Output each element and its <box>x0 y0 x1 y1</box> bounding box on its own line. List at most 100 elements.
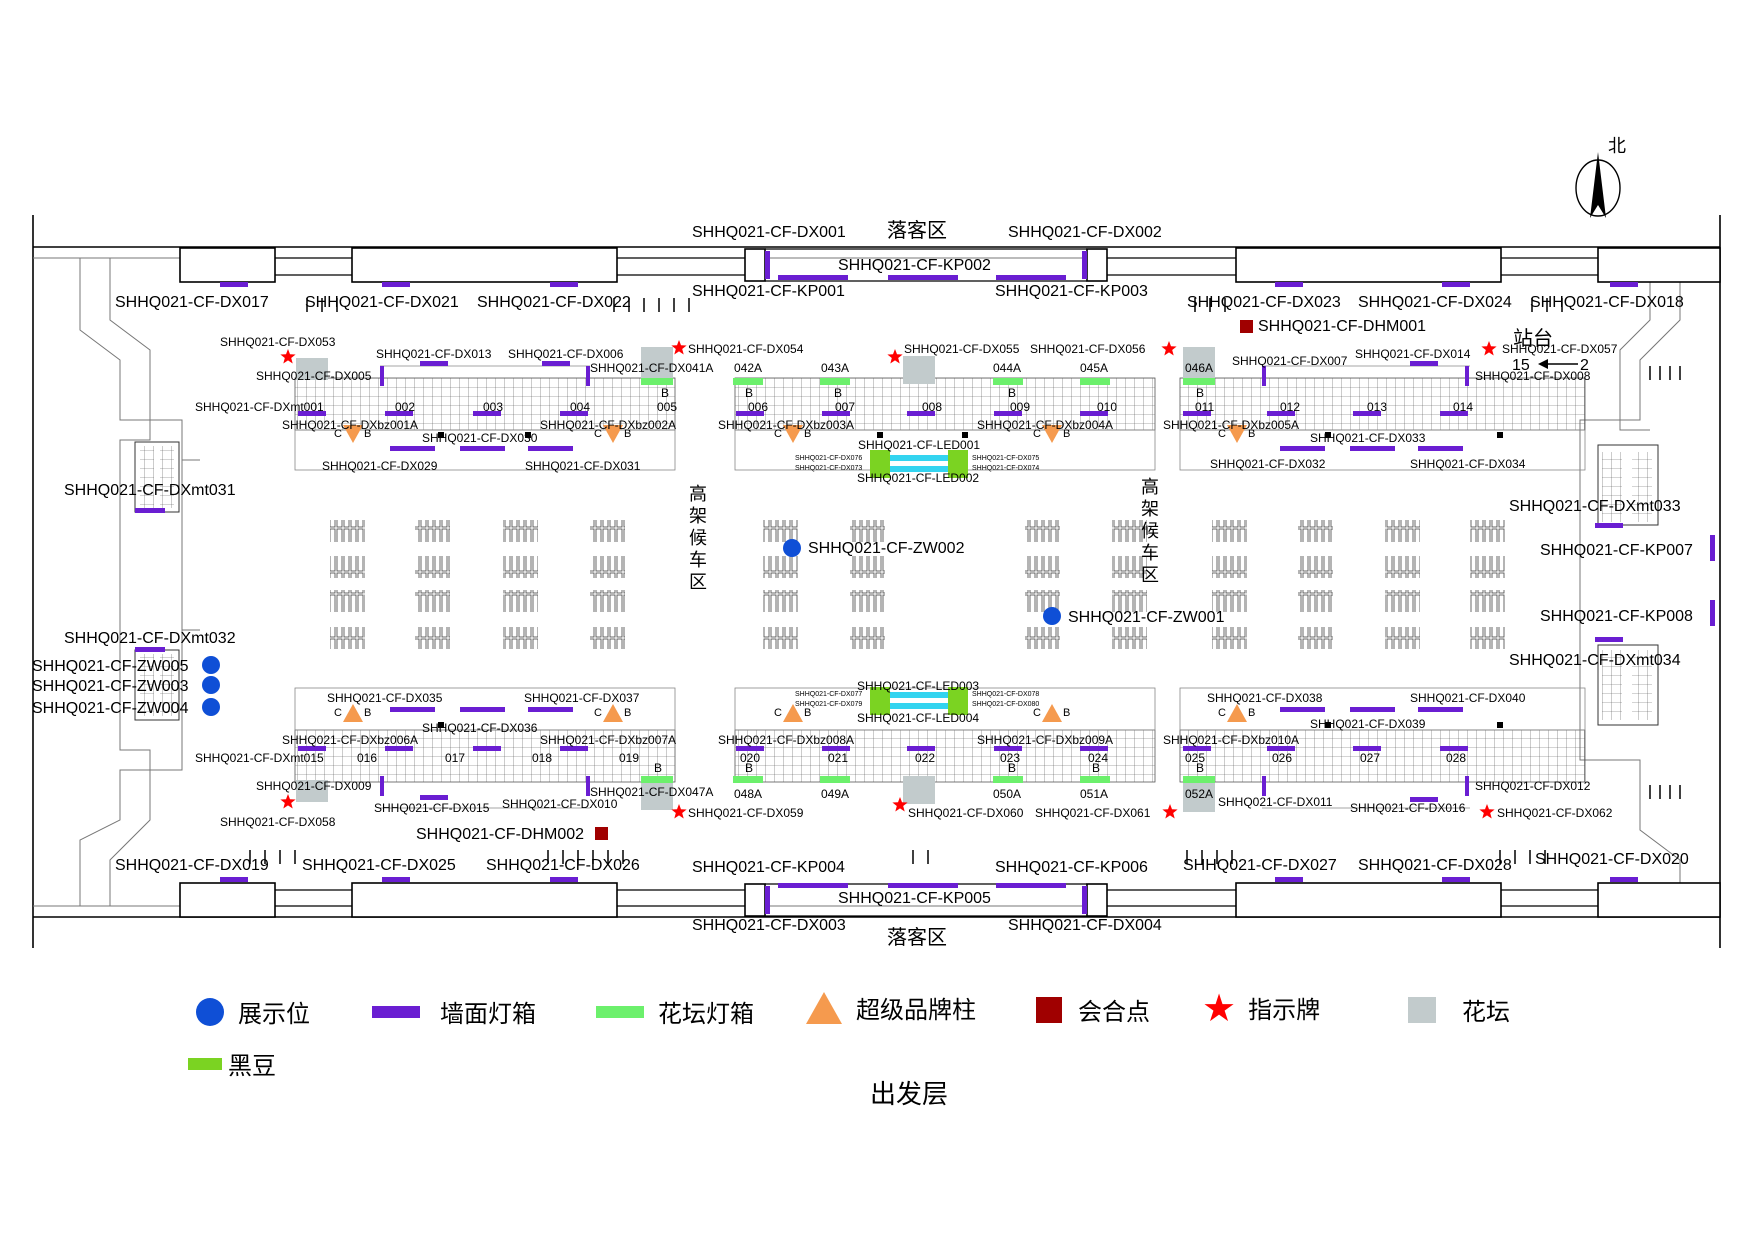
asset-label-dx037: SHHQ021-CF-DX037 <box>524 691 640 705</box>
ticket-label: B <box>804 707 811 719</box>
asset-label-led004: SHHQ021-CF-LED004 <box>857 711 979 725</box>
pillar-triangle <box>343 704 363 722</box>
seating-blocks <box>330 520 1505 649</box>
asset-label-dhm001: SHHQ021-CF-DHM001 <box>1258 318 1426 335</box>
stair-ticks <box>249 298 1681 864</box>
asset-label-dxbz006a: SHHQ021-CF-DXbz006A <box>282 733 418 747</box>
gate-number: 025 <box>1185 751 1205 765</box>
asset-label-dx059: SHHQ021-CF-DX059 <box>688 806 804 820</box>
asset-label-dx079: SHHQ021-CF-DX079 <box>795 701 862 708</box>
gate-number: 018 <box>532 751 552 765</box>
seat-block <box>590 556 625 578</box>
seat-block <box>850 556 885 578</box>
gate-number: 013 <box>1367 400 1387 414</box>
asset-label-dx010: SHHQ021-CF-DX010 <box>502 797 618 811</box>
asset-label-led003: SHHQ021-CF-LED003 <box>857 679 979 693</box>
zone-char: 架 <box>689 506 707 527</box>
zone-char: 车 <box>689 550 707 571</box>
ticket-label: C <box>1033 428 1041 440</box>
seat-block <box>1212 590 1247 612</box>
seat-block <box>850 590 885 612</box>
seat-block <box>1025 627 1060 649</box>
pillar-triangle <box>783 704 803 722</box>
zone-drop-off-bottom: 落客区 <box>887 926 947 949</box>
asset-label-dx013: SHHQ021-CF-DX013 <box>376 347 492 361</box>
pillar-triangle <box>603 425 623 443</box>
seat-block <box>330 590 365 612</box>
ticket-label: B <box>1063 428 1070 440</box>
asset-label-zw005: SHHQ021-CF-ZW005 <box>32 658 189 675</box>
gate-a-number: 042A <box>734 361 762 375</box>
asset-label-led002: SHHQ021-CF-LED002 <box>857 471 979 485</box>
asset-label-dx058: SHHQ021-CF-DX058 <box>220 815 336 829</box>
asset-label-dxmt032: SHHQ021-CF-DXmt032 <box>64 630 236 647</box>
seat-block <box>1212 627 1247 649</box>
seat-block <box>503 556 538 578</box>
seat-block <box>763 520 798 542</box>
zone-char: 车 <box>1141 543 1159 564</box>
gate-number: 003 <box>483 400 503 414</box>
ticket-label: C <box>594 707 602 719</box>
pillar-triangle <box>1042 425 1062 443</box>
asset-label-dx003: SHHQ021-CF-DX003 <box>692 917 846 934</box>
asset-label-dx080: SHHQ021-CF-DX080 <box>972 701 1039 708</box>
seat-block <box>330 520 365 542</box>
asset-label-dx029: SHHQ021-CF-DX029 <box>322 459 438 473</box>
asset-label-dx020: SHHQ021-CF-DX020 <box>1535 851 1689 868</box>
asset-label-kp004: SHHQ021-CF-KP004 <box>692 859 845 876</box>
seat-block <box>415 590 450 612</box>
seat-block <box>1470 556 1505 578</box>
seat-block <box>590 590 625 612</box>
seat-block <box>1298 556 1333 578</box>
seat-block <box>1385 520 1420 542</box>
asset-label-dx060: SHHQ021-CF-DX060 <box>908 806 1024 820</box>
pillar-triangle <box>1227 704 1247 722</box>
seat-block <box>503 590 538 612</box>
gate-a-number: 050A <box>993 787 1021 801</box>
gate-number: 022 <box>915 751 935 765</box>
ticket-b-label: B <box>1196 761 1204 775</box>
zone-drop-off-top: 落客区 <box>887 219 947 242</box>
asset-label-dxbz008a: SHHQ021-CF-DXbz008A <box>718 733 854 747</box>
gate-number: 012 <box>1280 400 1300 414</box>
asset-label-dx061: SHHQ021-CF-DX061 <box>1035 806 1151 820</box>
gate-number: 019 <box>619 751 639 765</box>
seat-block <box>1025 520 1060 542</box>
station-direction: 站台 15 2 <box>1512 327 1589 374</box>
asset-label-zw004: SHHQ021-CF-ZW004 <box>32 700 189 717</box>
seat-block <box>1298 590 1333 612</box>
asset-label-dx031: SHHQ021-CF-DX031 <box>525 459 641 473</box>
asset-label-dx030: SHHQ021-CF-DX030 <box>422 431 538 445</box>
ticket-b-label: B <box>1008 761 1016 775</box>
seat-block <box>590 520 625 542</box>
asset-label-dx073: SHHQ021-CF-DX073 <box>795 465 862 472</box>
zone-char: 高 <box>1141 477 1159 498</box>
sign-star-icon <box>887 349 903 364</box>
seat-block <box>1298 627 1333 649</box>
asset-label-led001: SHHQ021-CF-LED001 <box>858 438 980 452</box>
ticket-label: B <box>624 428 631 440</box>
asset-label-dx033: SHHQ021-CF-DX033 <box>1310 431 1426 445</box>
station-range-right: 2 <box>1580 357 1589 374</box>
asset-label-dx041a: SHHQ021-CF-DX041A <box>590 361 713 375</box>
asset-label-dxmt034: SHHQ021-CF-DXmt034 <box>1509 652 1681 669</box>
gate-a-number: 045A <box>1080 361 1108 375</box>
asset-label-dx007: SHHQ021-CF-DX007 <box>1232 354 1348 368</box>
display-position-zw001 <box>1043 607 1061 625</box>
gate-number: 028 <box>1446 751 1466 765</box>
seat-block <box>1025 590 1060 612</box>
asset-label-dx038: SHHQ021-CF-DX038 <box>1207 691 1323 705</box>
gate-number: 017 <box>445 751 465 765</box>
gate-a-number: 052A <box>1185 787 1213 801</box>
sign-star-icon <box>671 804 687 819</box>
ticket-b-label: B <box>654 761 662 775</box>
gate-number: 011 <box>1195 400 1214 414</box>
zone-char: 候 <box>1141 521 1159 542</box>
ticket-label: B <box>1248 428 1255 440</box>
signs <box>280 340 1497 819</box>
sign-star-icon <box>1481 341 1497 356</box>
asset-label-dxbz002a: SHHQ021-CF-DXbz002A <box>540 418 676 432</box>
asset-label-dx075: SHHQ021-CF-DX075 <box>972 455 1039 462</box>
asset-label-kp005: SHHQ021-CF-KP005 <box>838 890 991 907</box>
ticket-b-label: B <box>1008 386 1016 400</box>
